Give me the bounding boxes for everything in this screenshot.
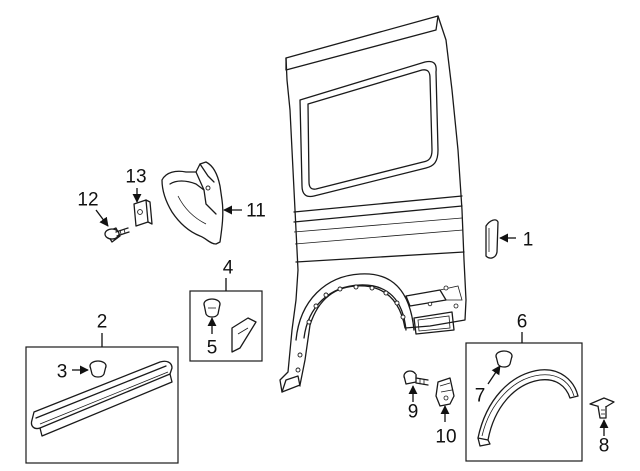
part-8-pin	[589, 397, 615, 419]
part-11-mudflap	[161, 161, 224, 245]
callout-7: 7	[474, 385, 486, 407]
callout-3: 3	[56, 361, 68, 383]
part-12-screw	[104, 227, 130, 243]
callout-12: 12	[77, 189, 99, 211]
part-9-bolt	[403, 370, 429, 386]
callout-2: 2	[96, 311, 108, 333]
callout-4: 4	[222, 257, 234, 279]
callout-1: 1	[522, 229, 534, 251]
callout-6: 6	[516, 311, 528, 333]
leader-lines	[72, 188, 609, 436]
part-13-clip	[133, 199, 153, 227]
callout-13: 13	[125, 166, 147, 188]
box-6	[465, 342, 583, 462]
callout-5: 5	[206, 337, 218, 359]
callout-11: 11	[246, 200, 266, 222]
box-4	[189, 290, 263, 362]
part-10-bracket	[435, 377, 455, 407]
side-panel	[279, 15, 467, 393]
callout-9: 9	[407, 401, 419, 423]
part-1-plate	[485, 219, 499, 259]
callout-10: 10	[435, 426, 457, 448]
box-2	[25, 346, 179, 464]
callout-8: 8	[598, 435, 610, 457]
